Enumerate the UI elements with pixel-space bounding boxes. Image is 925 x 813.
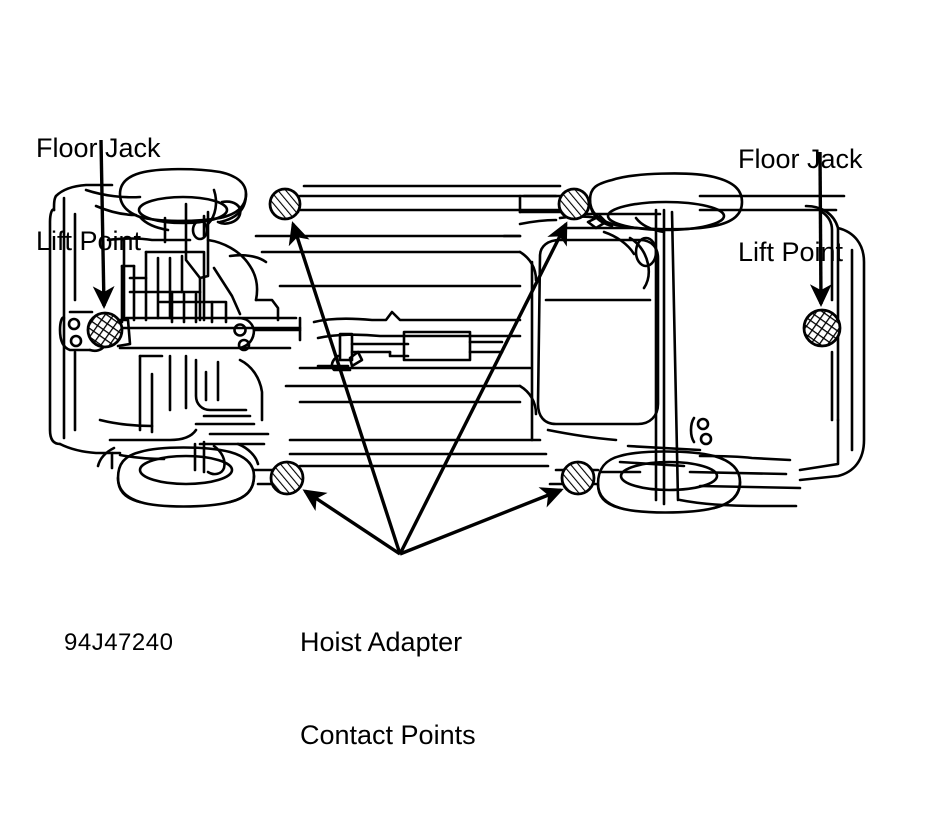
callout-floor-jack-left-line1: Floor Jack xyxy=(36,133,161,163)
front-left-floor-jack-point xyxy=(86,311,124,349)
leader-hoist-rear-left xyxy=(302,489,401,556)
leader-hoist-front-right xyxy=(398,221,568,555)
rear-right-floor-jack-point xyxy=(802,308,842,348)
callout-floor-jack-right-line2: Lift Point xyxy=(738,237,844,267)
front-left-hoist-point xyxy=(268,187,302,221)
leader-hoist-front-left xyxy=(288,221,402,555)
leader-floor-jack-right xyxy=(809,151,832,307)
figure-id-label: 94J47240 xyxy=(64,629,174,656)
callout-floor-jack-left-line2: Lift Point xyxy=(36,226,142,256)
rear-left-hoist-point xyxy=(269,460,305,496)
callout-floor-jack-left: Floor Jack Lift Point xyxy=(36,71,161,319)
rear-right-hoist-point xyxy=(560,460,596,496)
callout-floor-jack-right-line1: Floor Jack xyxy=(738,144,863,174)
callout-hoist-adapter-line2: Contact Points xyxy=(300,720,476,750)
front-right-hoist-point xyxy=(557,187,591,221)
callout-hoist-adapter: Hoist Adapter Contact Points xyxy=(300,565,476,813)
hoist-adapter-markers xyxy=(268,187,596,496)
leader-hoist-rear-right xyxy=(399,487,564,556)
leader-arrows xyxy=(92,139,832,556)
leader-floor-jack-left xyxy=(92,139,115,309)
floor-jack-markers xyxy=(86,308,842,349)
callout-hoist-adapter-line1: Hoist Adapter xyxy=(300,627,463,657)
callout-floor-jack-right: Floor Jack Lift Point xyxy=(738,82,863,330)
figure-root: Floor Jack Lift Point Floor Jack Lift Po… xyxy=(36,71,866,750)
vehicle-underbody-diagram xyxy=(48,139,866,556)
